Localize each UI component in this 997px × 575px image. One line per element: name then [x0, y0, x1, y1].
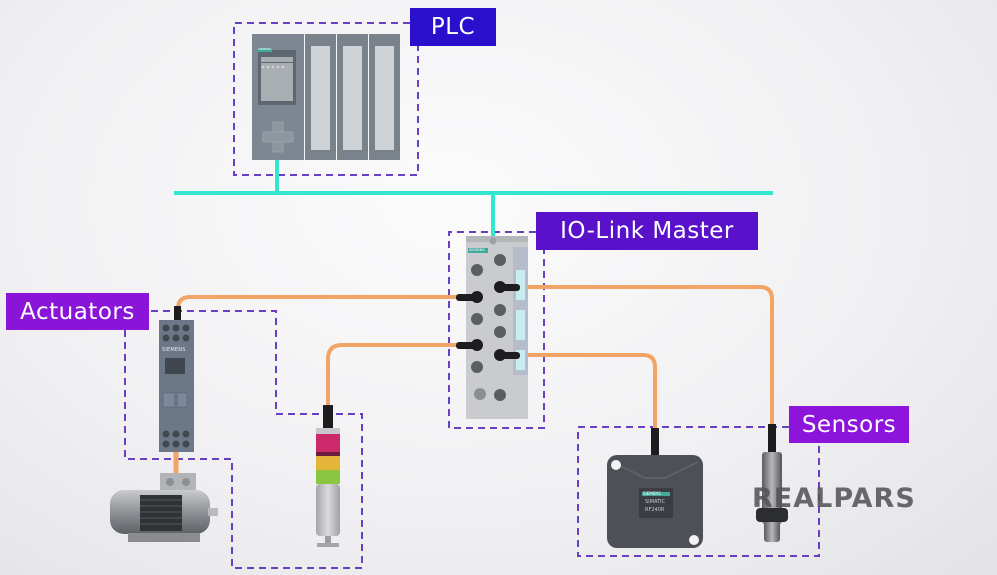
cable-proximity-sensor: [520, 285, 774, 428]
actuators-label: Actuators: [6, 293, 149, 330]
io-master-brand-text: SIEMENS: [469, 248, 485, 252]
plc-dpad-icon: [262, 121, 294, 153]
plc-display: [261, 63, 293, 101]
motor-starter-brand-text: SIEMENS: [162, 347, 186, 353]
cable-stack-light: [326, 343, 462, 408]
sensors-label: Sensors: [789, 406, 909, 443]
rfid-reader-device[interactable]: [607, 428, 703, 548]
motor-device[interactable]: [110, 473, 218, 542]
plc-brand-text: SIEMENS: [258, 47, 272, 51]
stack-light-yellow: [316, 456, 340, 470]
plc-device[interactable]: [252, 34, 400, 160]
plc-label: PLC: [410, 8, 496, 46]
io-link-master-device[interactable]: [456, 236, 528, 419]
actuators-group-border: [124, 310, 363, 569]
cable-rfid-reader: [520, 353, 657, 430]
motor-starter-device[interactable]: [159, 306, 194, 452]
stack-light-green: [316, 470, 340, 484]
io-master-group-border: [448, 231, 545, 429]
network-bus: [174, 160, 773, 238]
rfid-brand-text: SIEMENS: [643, 491, 661, 496]
rfid-model-line2: RF240R: [645, 507, 665, 513]
rfid-model-line1: SIMATIC: [645, 499, 666, 505]
cable-motor-starter: [176, 295, 462, 320]
realpars-watermark: REALPARS: [752, 483, 916, 514]
plc-group-border: [233, 22, 419, 176]
io-link-master-label: IO-Link Master: [536, 212, 758, 250]
sensors-group-border: [577, 426, 820, 557]
proximity-sensor-device[interactable]: [756, 424, 788, 542]
stack-light-red: [316, 434, 340, 454]
stack-light-device[interactable]: [316, 405, 340, 547]
